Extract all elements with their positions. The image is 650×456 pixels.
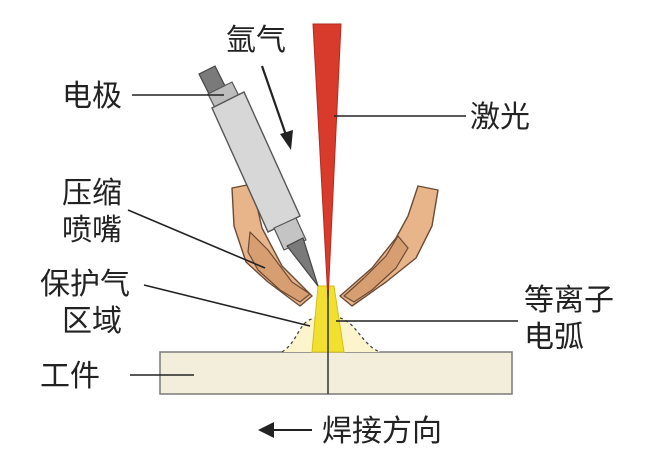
welding-direction-label: 焊接方向 (322, 414, 442, 449)
nozzle-leader (127, 209, 266, 269)
plasma-label-line1: 等离子 (524, 283, 614, 318)
right-nozzle-inner (343, 235, 409, 303)
laser-label: 激光 (470, 100, 530, 135)
workpiece-label: 工件 (40, 359, 100, 394)
electrode-assembly (198, 65, 319, 287)
left-nozzle-inner (247, 231, 311, 303)
workpiece-plate (159, 351, 513, 395)
argon-label: 氩气 (226, 23, 286, 58)
laser-beam (312, 23, 342, 301)
shield-label-line2: 区域 (62, 304, 122, 339)
plasma-label-line2: 电弧 (524, 320, 584, 355)
electrode-body (211, 91, 301, 233)
nozzle-label-line1: 压缩 (62, 176, 122, 211)
welding-direction-arrowhead (258, 422, 274, 438)
electrode-label: 电极 (62, 79, 122, 114)
argon-arrowhead (280, 130, 293, 150)
electrode-tip (286, 237, 319, 287)
shield-label-line1: 保护气 (40, 267, 130, 302)
argon-flow-arrow (260, 65, 289, 139)
right-nozzle-outer (339, 185, 439, 307)
nozzle-label-line2: 喷嘴 (62, 213, 122, 248)
shield-leader (143, 284, 311, 327)
shield-gas-boundary (281, 317, 381, 353)
